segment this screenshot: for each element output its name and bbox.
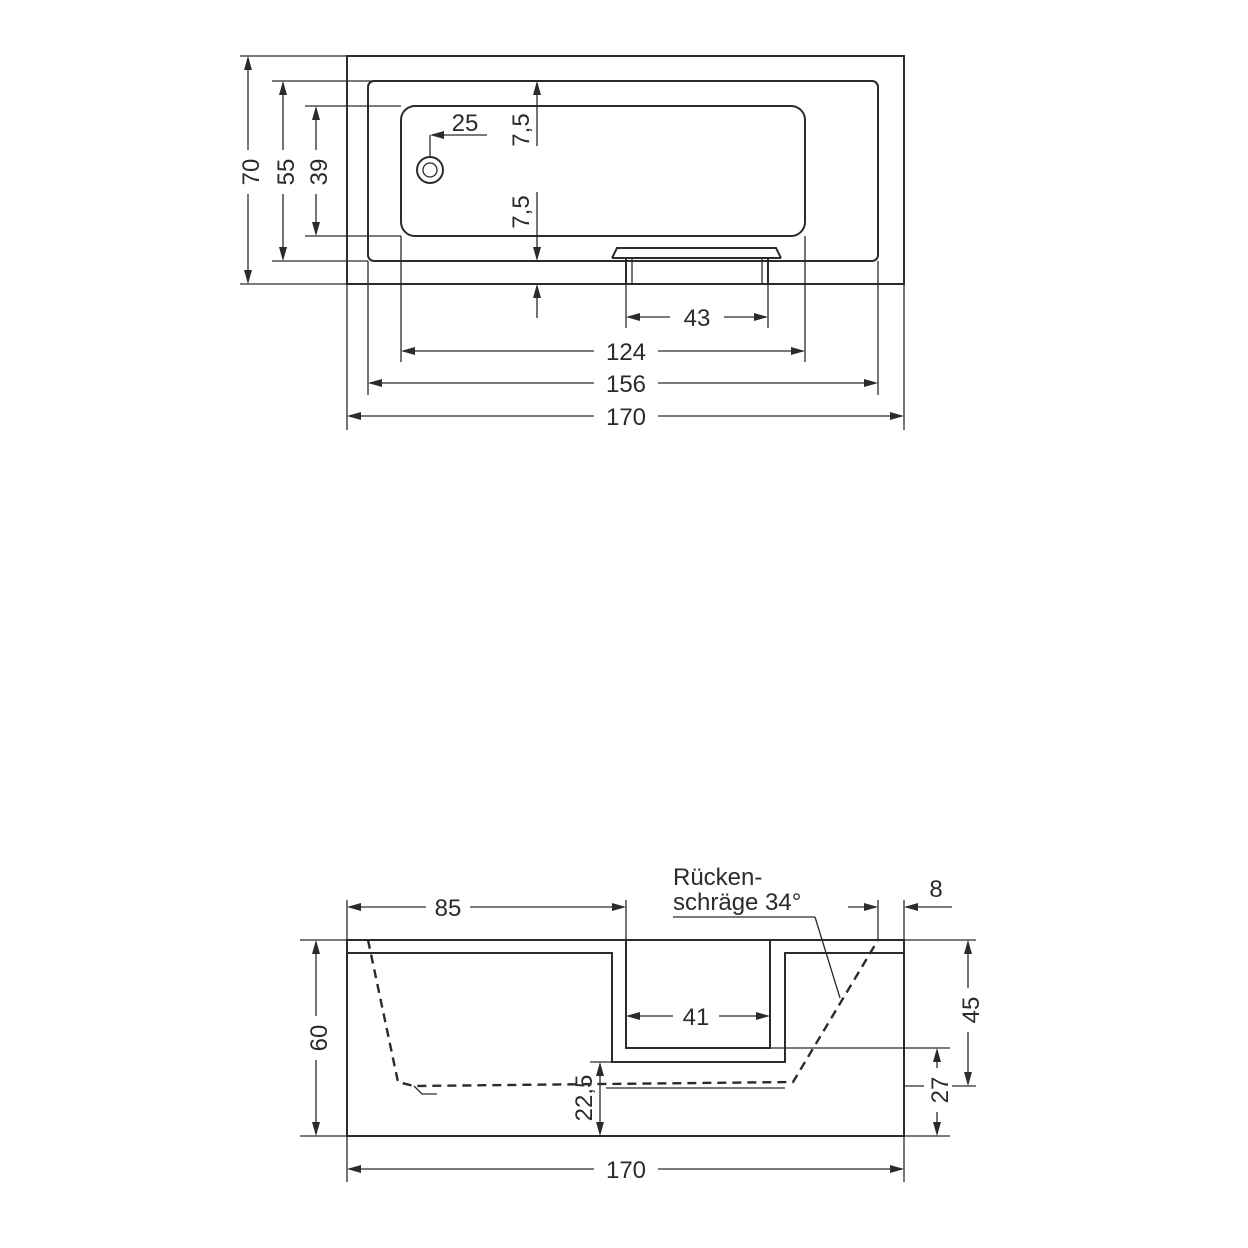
dim-overall-length-side: 170 <box>347 1152 904 1186</box>
label-basin-length: 124 <box>606 339 646 366</box>
basin-outline <box>400 105 806 237</box>
label-step-width-side: 41 <box>683 1004 710 1031</box>
label-step-width-top: 43 <box>684 305 711 332</box>
label-overall-length-top: 170 <box>606 404 646 431</box>
dim-rim-inner-length: 156 <box>368 366 878 400</box>
side-view: 85 8 Rücken- schräge 34° 60 <box>300 864 985 1186</box>
top-view: 70 55 39 7,5 7,5 <box>235 55 905 433</box>
dim-floor-height: 22,5 <box>571 1062 785 1136</box>
dim-rim-inner-height: 55 <box>270 81 300 261</box>
drain-hidden <box>413 1085 437 1095</box>
dim-side-gap-bottom: 7,5 <box>508 192 541 318</box>
step-seat <box>611 247 782 284</box>
label-rim-inner-height: 55 <box>273 159 300 186</box>
basin-profile-hidden <box>366 939 880 1088</box>
label-basin-height: 39 <box>306 159 333 186</box>
label-floor-height: 22,5 <box>571 1075 598 1122</box>
label-back-slope-line1: Rücken- <box>673 864 762 891</box>
dim-step-width-top: 43 <box>626 300 768 334</box>
tub-rim-inner-outline <box>367 80 879 262</box>
step-cutout-inner <box>625 940 771 1049</box>
dim-upper-height: 45 <box>955 940 985 1086</box>
label-overall-height-side: 60 <box>306 1025 333 1052</box>
label-lower-height: 27 <box>927 1077 954 1104</box>
label-rim-inner-length: 156 <box>606 371 646 398</box>
label-upper-height: 45 <box>958 997 985 1024</box>
label-rim-width-side: 8 <box>929 876 942 903</box>
dim-overall-height-side: 60 <box>303 940 333 1136</box>
dim-overall-height-top: 70 <box>235 56 265 284</box>
drain-inner <box>422 162 438 178</box>
label-side-gap-top: 7,5 <box>508 113 535 146</box>
label-side-gap-bottom: 7,5 <box>508 195 535 228</box>
dim-drain-offset: 25 <box>429 110 487 157</box>
dim-side-gap-top: 7,5 <box>508 81 541 147</box>
dim-overall-length-top: 170 <box>347 399 904 433</box>
label-back-slope-line2: schräge 34° <box>673 889 801 916</box>
dim-basin-height: 39 <box>303 106 333 236</box>
dim-step-width-side: 41 <box>626 999 770 1033</box>
label-overall-length-side: 170 <box>606 1157 646 1184</box>
label-overall-height-top: 70 <box>238 159 265 186</box>
label-left-length-side: 85 <box>435 895 462 922</box>
dim-rim-width-side: 8 <box>848 876 952 911</box>
dim-lower-height: 27 <box>924 1048 954 1136</box>
drain-outer <box>416 156 444 184</box>
step-cutout-outline <box>347 952 904 1063</box>
tub-outer-outline <box>346 55 905 285</box>
label-drain-offset: 25 <box>452 110 479 137</box>
extension-lines-top <box>240 55 905 430</box>
extension-lines-side <box>300 900 976 1182</box>
dim-left-length-side: 85 <box>347 890 626 924</box>
back-slope-annotation: Rücken- schräge 34° <box>673 864 841 999</box>
dim-basin-length: 124 <box>401 334 805 368</box>
